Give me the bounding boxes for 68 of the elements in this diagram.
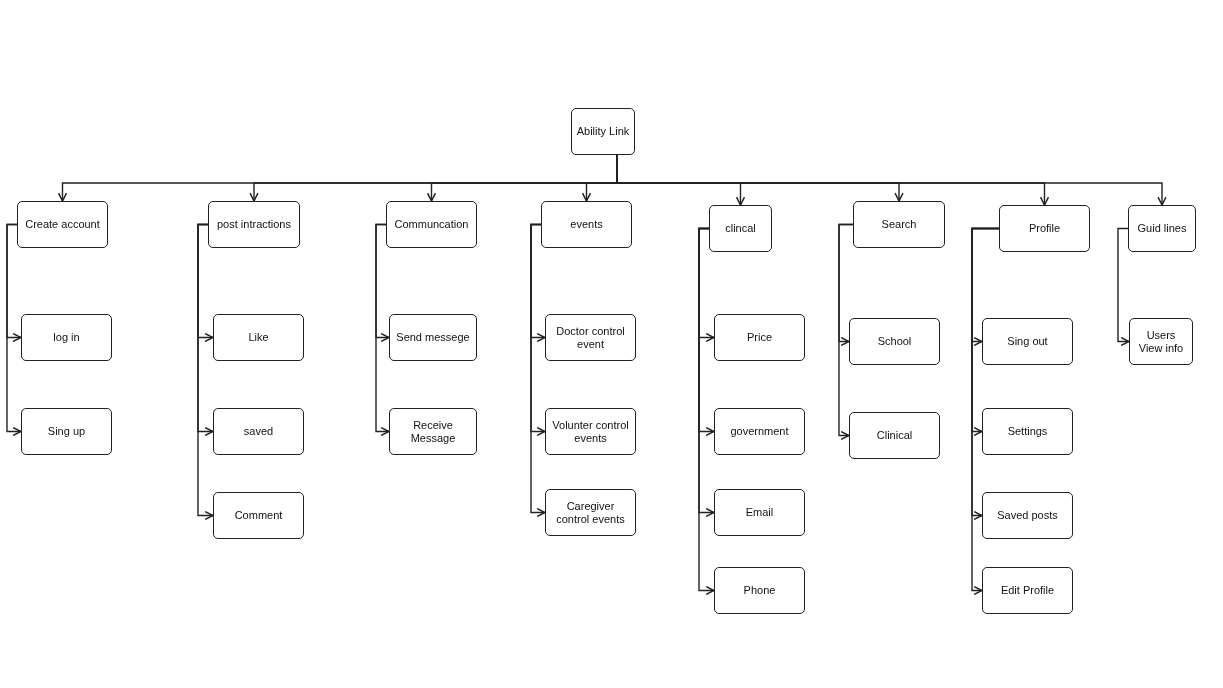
box-label: Doctor control event xyxy=(555,324,626,351)
process-box xyxy=(714,408,805,455)
process-box xyxy=(541,201,632,248)
process-box xyxy=(21,408,112,455)
box-label: Settings xyxy=(1007,425,1048,438)
process-box xyxy=(1128,205,1196,252)
arrow xyxy=(197,223,214,521)
box-label: Guid lines xyxy=(1137,222,1187,235)
box-label: post intractions xyxy=(217,218,291,231)
arrow xyxy=(375,223,390,437)
box-label: log in xyxy=(53,331,80,344)
box-label: clincal xyxy=(725,222,756,235)
box-label: events xyxy=(570,218,603,231)
process-box xyxy=(709,205,772,252)
box-label: Email xyxy=(745,506,774,519)
process-box xyxy=(849,412,940,459)
box-label: Users View info xyxy=(1137,328,1185,355)
arrow xyxy=(698,227,715,596)
box-label: Saved posts xyxy=(997,509,1058,522)
box-label: Phone xyxy=(743,584,776,597)
arrow xyxy=(971,227,1000,596)
arrow xyxy=(838,223,854,441)
box-label: Clinical xyxy=(876,429,913,442)
process-box xyxy=(999,205,1090,252)
process-box xyxy=(545,314,636,361)
process-box xyxy=(545,489,636,536)
process-box xyxy=(849,318,940,365)
process-box xyxy=(571,108,635,155)
box-label: Comment xyxy=(234,509,283,522)
process-box xyxy=(545,408,636,455)
box-label: government xyxy=(730,425,789,438)
process-box xyxy=(982,567,1073,614)
process-box xyxy=(213,408,304,455)
process-box xyxy=(714,567,805,614)
box-label: Receive Message xyxy=(409,418,457,445)
box-label: Communcation xyxy=(394,218,469,231)
box-label: Profile xyxy=(1028,222,1061,235)
box-label: Like xyxy=(248,331,269,344)
process-box xyxy=(213,314,304,361)
box-label: Edit Profile xyxy=(1000,584,1055,597)
process-box xyxy=(714,489,805,536)
process-box xyxy=(1129,318,1193,365)
process-box xyxy=(982,408,1073,455)
process-box xyxy=(714,314,805,361)
box-label: Send messege xyxy=(396,331,470,344)
arrow xyxy=(6,223,22,437)
process-box xyxy=(208,201,300,248)
box-label: Volunter control events xyxy=(551,418,630,445)
process-box xyxy=(17,201,108,248)
box-label: Ability Link xyxy=(576,125,630,138)
box-label: Caregiver control events xyxy=(555,499,626,526)
process-box xyxy=(389,314,477,361)
arrow xyxy=(530,223,546,518)
box-label: Sing out xyxy=(1007,335,1048,348)
box-label: saved xyxy=(243,425,274,438)
process-box xyxy=(21,314,112,361)
box-label: School xyxy=(877,335,912,348)
box-label: Search xyxy=(881,218,917,231)
box-label: Create account xyxy=(25,218,100,231)
box-label: Price xyxy=(746,331,773,344)
arrow xyxy=(1117,227,1130,347)
process-box xyxy=(982,492,1073,539)
process-box xyxy=(982,318,1073,365)
process-box xyxy=(213,492,304,539)
process-box xyxy=(853,201,945,248)
process-box xyxy=(386,201,477,248)
process-box xyxy=(389,408,477,455)
box-label: Sing up xyxy=(47,425,86,438)
